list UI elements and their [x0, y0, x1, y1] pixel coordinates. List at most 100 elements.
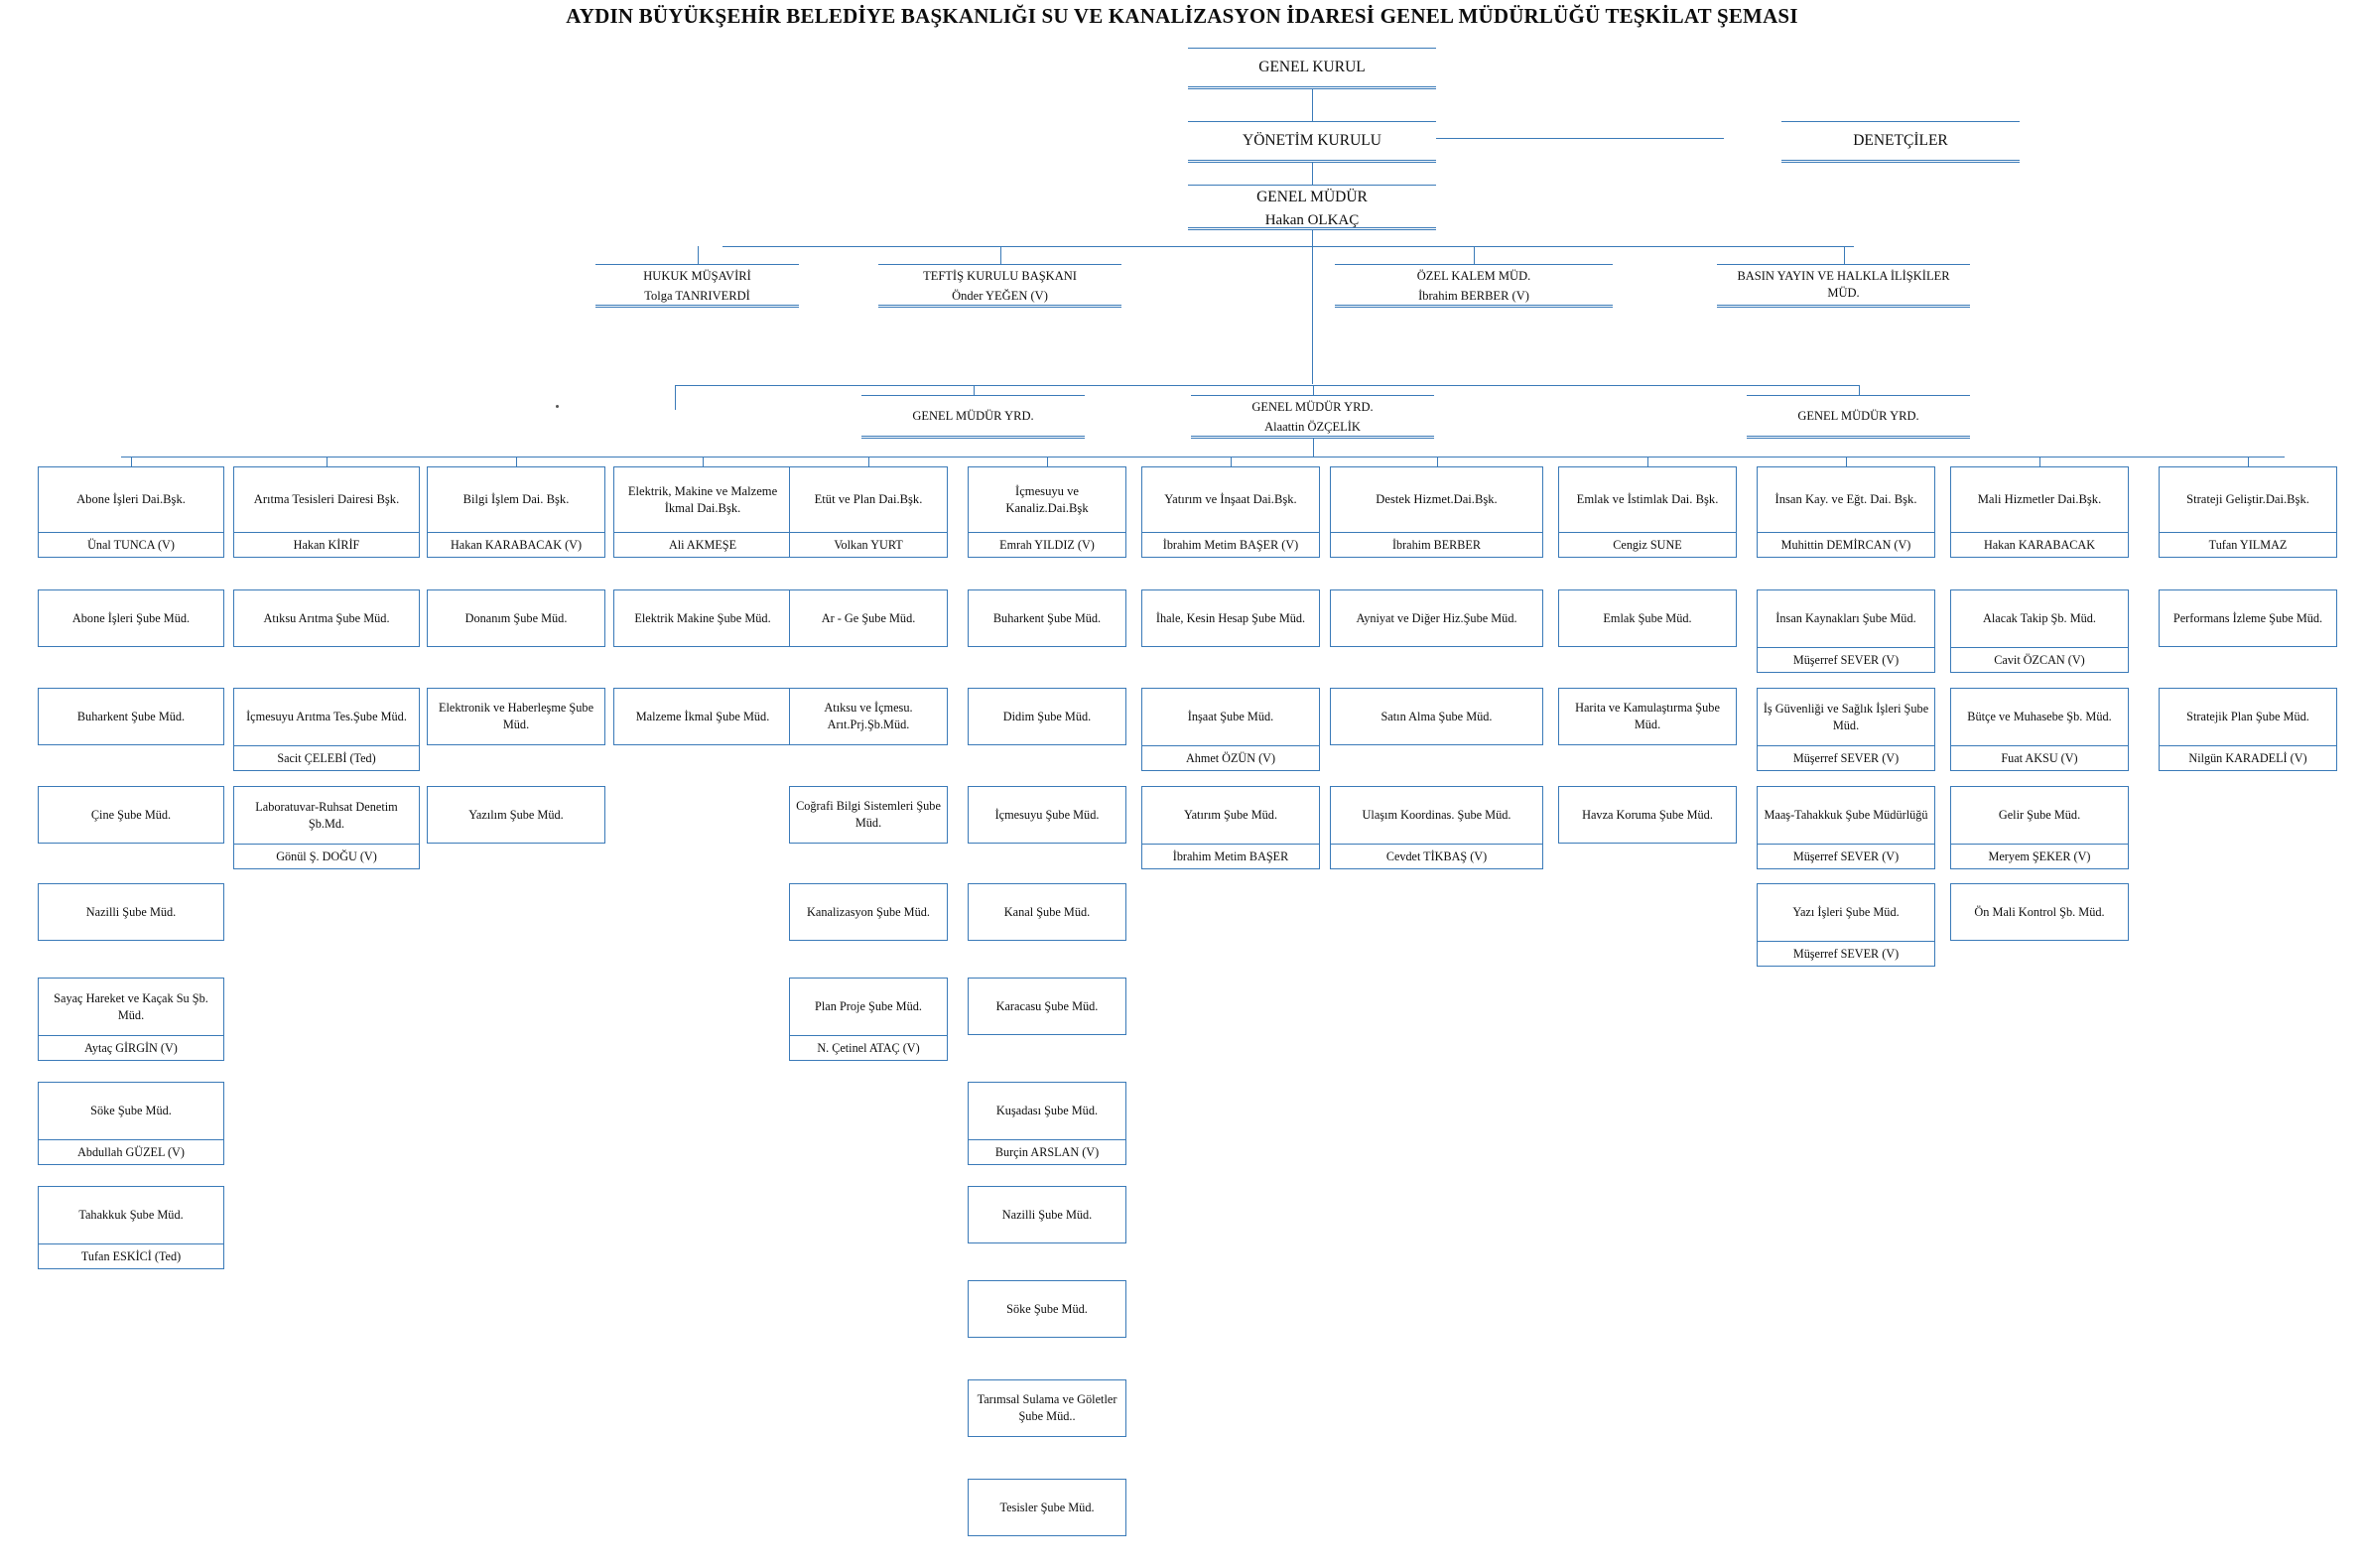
- sub-department-11-0[interactable]: Performans İzleme Şube Müd.: [2159, 589, 2337, 647]
- sub-department-10-1[interactable]: Bütçe ve Muhasebe Şb. Müd.Fuat AKSU (V): [1950, 688, 2129, 771]
- department-head-6[interactable]: Yatırım ve İnşaat Dai.Bşk.İbrahim Metim …: [1141, 466, 1320, 558]
- department-head-1[interactable]: Arıtma Tesisleri Dairesi Bşk. Hakan KİRİF: [233, 466, 420, 558]
- sub-department-8-2[interactable]: Havza Koruma Şube Müd.: [1558, 786, 1737, 844]
- node-person: Tufan ESKİCİ (Ted): [39, 1243, 223, 1268]
- sub-department-2-2[interactable]: Yazılım Şube Müd.: [427, 786, 605, 844]
- sub-department-5-4[interactable]: Karacasu Şube Müd.: [968, 978, 1126, 1035]
- sub-department-1-1[interactable]: İçmesuyu Arıtma Tes.Şube Müd.Sacit ÇELEB…: [233, 688, 420, 771]
- sub-department-0-0[interactable]: Abone İşleri Şube Müd.: [38, 589, 224, 647]
- sub-department-4-2[interactable]: Coğrafi Bilgi Sistemleri Şube Müd.: [789, 786, 948, 844]
- node-title: HUKUK MÜŞAVİRİ: [643, 269, 751, 284]
- node-title: Harita ve Kamulaştırma Şube Müd.: [1575, 701, 1720, 731]
- sub-department-1-2[interactable]: Laboratuvar-Ruhsat Denetim Şb.Md.Gönül Ş…: [233, 786, 420, 869]
- sub-department-5-8[interactable]: Tarımsal Sulama ve Göletler Şube Müd..: [968, 1379, 1126, 1437]
- sub-department-5-1[interactable]: Didim Şube Müd.: [968, 688, 1126, 745]
- node-title: Söke Şube Müd.: [90, 1104, 172, 1118]
- sub-department-0-4[interactable]: Sayaç Hareket ve Kaçak Su Şb. Müd.Aytaç …: [38, 978, 224, 1061]
- sub-department-10-0[interactable]: Alacak Takip Şb. Müd.Cavit ÖZCAN (V): [1950, 589, 2129, 673]
- department-head-10[interactable]: Mali Hizmetler Dai.Bşk.Hakan KARABACAK: [1950, 466, 2129, 558]
- sub-department-8-1[interactable]: Harita ve Kamulaştırma Şube Müd.: [1558, 688, 1737, 745]
- sub-department-0-1[interactable]: Buharkent Şube Müd.: [38, 688, 224, 745]
- staff-node-2[interactable]: ÖZEL KALEM MÜD.İbrahim BERBER (V): [1335, 264, 1613, 308]
- yonetim-kurulu-node[interactable]: YÖNETİM KURULU: [1188, 121, 1436, 163]
- sub-department-5-9[interactable]: Tesisler Şube Müd.: [968, 1479, 1126, 1536]
- sub-department-5-3[interactable]: Kanal Şube Müd.: [968, 883, 1126, 941]
- sub-department-3-0[interactable]: Elektrik Makine Şube Müd.: [613, 589, 792, 647]
- node-title: GENEL MÜDÜR YRD.: [1797, 408, 1919, 423]
- sub-department-6-0[interactable]: İhale, Kesin Hesap Şube Müd.: [1141, 589, 1320, 647]
- sub-department-5-6[interactable]: Nazilli Şube Müd.: [968, 1186, 1126, 1243]
- connector-vertical: [1647, 457, 1649, 466]
- sub-department-0-2[interactable]: Çine Şube Müd.: [38, 786, 224, 844]
- sub-department-11-1[interactable]: Stratejik Plan Şube Müd.Nilgün KARADELİ …: [2159, 688, 2337, 771]
- sub-department-4-1[interactable]: Atıksu ve İçmesu. Arıt.Prj.Şb.Müd.: [789, 688, 948, 745]
- sub-department-6-2[interactable]: Yatırım Şube Müd.İbrahim Metim BAŞER: [1141, 786, 1320, 869]
- department-head-7[interactable]: Destek Hizmet.Dai.Bşk.İbrahim BERBER: [1330, 466, 1543, 558]
- sub-department-5-5[interactable]: Kuşadası Şube Müd.Burçin ARSLAN (V): [968, 1082, 1126, 1165]
- sub-department-0-6[interactable]: Tahakkuk Şube Müd.Tufan ESKİCİ (Ted): [38, 1186, 224, 1269]
- sub-department-2-1[interactable]: Elektronik ve Haberleşme Şube Müd.: [427, 688, 605, 745]
- node-person: Önder YEĞEN (V): [952, 289, 1048, 303]
- sub-department-7-1[interactable]: Satın Alma Şube Müd.: [1330, 688, 1543, 745]
- node-person: Ünal TUNCA (V): [39, 532, 223, 557]
- node-title: Arıtma Tesisleri Dairesi Bşk.: [253, 492, 400, 506]
- department-head-2[interactable]: Bilgi İşlem Dai. Bşk.Hakan KARABACAK (V): [427, 466, 605, 558]
- node-person: Hakan KİRİF: [234, 532, 419, 557]
- deputy-node-2[interactable]: GENEL MÜDÜR YRD.: [1747, 395, 1970, 439]
- connector-vertical: [327, 457, 328, 466]
- sub-department-9-0[interactable]: İnsan Kaynakları Şube Müd.Müşerref SEVER…: [1757, 589, 1935, 673]
- node-title: Ulaşım Koordinas. Şube Müd.: [1362, 808, 1511, 823]
- sub-department-7-2[interactable]: Ulaşım Koordinas. Şube Müd.Cevdet TİKBAŞ…: [1330, 786, 1543, 869]
- node-title: GENEL KURUL: [1258, 58, 1366, 75]
- sub-department-10-2[interactable]: Gelir Şube Müd.Meryem ŞEKER (V): [1950, 786, 2129, 869]
- sub-department-1-0[interactable]: Atıksu Arıtma Şube Müd.: [233, 589, 420, 647]
- genel-kurul-node[interactable]: GENEL KURUL: [1188, 48, 1436, 89]
- deputy-node-1[interactable]: GENEL MÜDÜR YRD.Alaattin ÖZÇELİK: [1191, 395, 1434, 439]
- sub-department-4-0[interactable]: Ar - Ge Şube Müd.: [789, 589, 948, 647]
- sub-department-0-5[interactable]: Söke Şube Müd.Abdullah GÜZEL (V): [38, 1082, 224, 1165]
- sub-department-7-0[interactable]: Ayniyat ve Diğer Hiz.Şube Müd.: [1330, 589, 1543, 647]
- node-title: İş Güvenliği ve Sağlık İşleri Şube Müd.: [1763, 701, 1929, 732]
- node-title: Gelir Şube Müd.: [1998, 808, 2081, 823]
- sub-department-6-1[interactable]: İnşaat Şube Müd.Ahmet ÖZÜN (V): [1141, 688, 1320, 771]
- sub-department-3-1[interactable]: Malzeme İkmal Şube Müd.: [613, 688, 792, 745]
- department-head-4[interactable]: Etüt ve Plan Dai.Bşk.Volkan YURT: [789, 466, 948, 558]
- sub-department-8-0[interactable]: Emlak Şube Müd.: [1558, 589, 1737, 647]
- sub-department-9-3[interactable]: Yazı İşleri Şube Müd.Müşerref SEVER (V): [1757, 883, 1935, 967]
- node-title: Maaş-Tahakkuk Şube Müdürlüğü: [1764, 808, 1928, 823]
- connector-vertical: [131, 457, 133, 466]
- connector-horizontal: [722, 246, 1854, 248]
- node-title: BASIN YAYIN VE HALKLA İLİŞKİLER MÜD.: [1737, 269, 1950, 300]
- sub-department-0-3[interactable]: Nazilli Şube Müd.: [38, 883, 224, 941]
- node-title: Plan Proje Şube Müd.: [815, 999, 922, 1014]
- sub-department-2-0[interactable]: Donanım Şube Müd.: [427, 589, 605, 647]
- department-head-11[interactable]: Strateji Geliştir.Dai.Bşk.Tufan YILMAZ: [2159, 466, 2337, 558]
- department-head-3[interactable]: Elektrik, Makine ve Malzeme İkmal Dai.Bş…: [613, 466, 792, 558]
- sub-department-5-7[interactable]: Söke Şube Müd.: [968, 1280, 1126, 1338]
- denetciler-node[interactable]: DENETÇİLER: [1781, 121, 2020, 163]
- node-title: Atıksu ve İçmesu. Arıt.Prj.Şb.Müd.: [824, 701, 913, 731]
- node-title: Söke Şube Müd.: [1006, 1301, 1088, 1316]
- sub-department-10-3[interactable]: Ön Mali Kontrol Şb. Müd.: [1950, 883, 2129, 941]
- sub-department-5-2[interactable]: İçmesuyu Şube Müd.: [968, 786, 1126, 844]
- node-title: Ar - Ge Şube Müd.: [821, 610, 916, 625]
- node-person: Cavit ÖZCAN (V): [1951, 647, 2128, 672]
- department-head-0[interactable]: Abone İşleri Dai.Bşk.Ünal TUNCA (V): [38, 466, 224, 558]
- sub-department-4-3[interactable]: Kanalizasyon Şube Müd.: [789, 883, 948, 941]
- node-title: Bütçe ve Muhasebe Şb. Müd.: [1967, 710, 2112, 724]
- node-title: Emlak Şube Müd.: [1603, 610, 1692, 625]
- node-title: Kanal Şube Müd.: [1003, 904, 1091, 919]
- deputy-node-0[interactable]: GENEL MÜDÜR YRD.: [861, 395, 1085, 439]
- sub-department-4-4[interactable]: Plan Proje Şube Müd.N. Çetinel ATAÇ (V): [789, 978, 948, 1061]
- sub-department-5-0[interactable]: Buharkent Şube Müd.: [968, 589, 1126, 647]
- staff-node-3[interactable]: BASIN YAYIN VE HALKLA İLİŞKİLER MÜD.: [1717, 264, 1970, 308]
- department-head-8[interactable]: Emlak ve İstimlak Dai. Bşk.Cengiz SUNE: [1558, 466, 1737, 558]
- sub-department-9-1[interactable]: İş Güvenliği ve Sağlık İşleri Şube Müd.M…: [1757, 688, 1935, 771]
- department-head-9[interactable]: İnsan Kay. ve Eğt. Dai. Bşk.Muhittin DEM…: [1757, 466, 1935, 558]
- node-title: Yazılım Şube Müd.: [468, 807, 564, 822]
